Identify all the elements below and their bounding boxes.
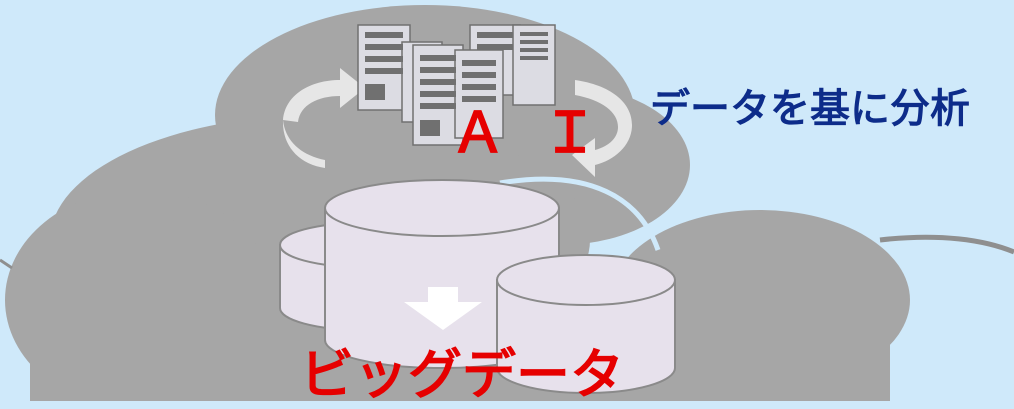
big-data-label: ビッグデータ bbox=[300, 343, 624, 406]
ai-label: ＡＩ bbox=[450, 101, 634, 166]
cycle-arrow-icon bbox=[282, 68, 632, 177]
analysis-label: データを基に分析 bbox=[650, 86, 970, 132]
server-rack-icon bbox=[357, 24, 556, 146]
down-arrow-icon bbox=[404, 287, 482, 330]
